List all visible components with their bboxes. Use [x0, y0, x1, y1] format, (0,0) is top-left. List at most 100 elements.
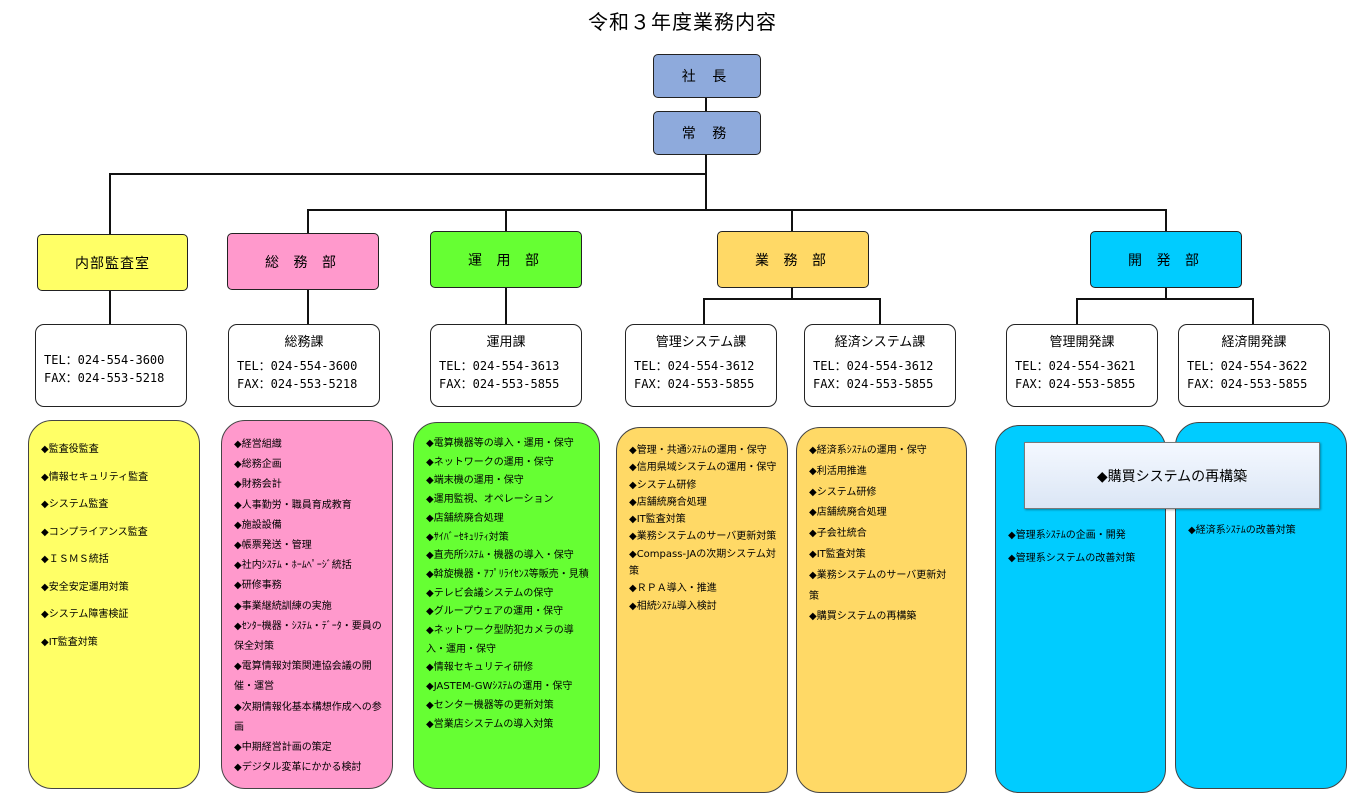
dept-general: 総 務 部 [227, 233, 379, 290]
managing-director-box: 常 務 [653, 111, 761, 155]
duty-item: IT監査対策 [41, 629, 189, 657]
section-mgmt-system-fax: FAX：024-553-5855 [634, 377, 755, 391]
duty-item: ＲＰＡ導入・推進 [629, 580, 777, 597]
duty-item: 管理系ｼｽﾃﾑの企画・開発 [1008, 524, 1155, 547]
section-econ-system: 経済システム課 TEL：024-554-3612 FAX：024-553-585… [804, 324, 956, 407]
connector [109, 290, 111, 324]
connector [307, 209, 1167, 211]
section-operations: 運用課 TEL：024-554-3613 FAX：024-553-5855 [430, 324, 582, 407]
duty-item: ｾﾝﾀｰ機器・ｼｽﾃﾑ・ﾃﾞｰﾀ・要員の保全対策 [234, 617, 382, 657]
duty-item: 電算情報対策関連協会議の開催・運営 [234, 657, 382, 697]
dept-business-label: 業 務 部 [755, 252, 831, 269]
duty-item: 購買システムの再構築 [809, 607, 956, 628]
duty-item: テレビ会議システムの保守 [426, 585, 589, 604]
dept-operations: 運 用 部 [430, 231, 582, 288]
duty-item: ネットワーク型防犯カメラの導入・運用・保守 [426, 622, 589, 659]
duty-item: 営業店システムの導入対策 [426, 716, 589, 735]
section-operations-fax: FAX：024-553-5855 [439, 377, 560, 391]
duty-item: コンプライアンス監査 [41, 519, 189, 547]
connector [1165, 209, 1167, 232]
duty-item: ｻｲﾊﾞｰｾｷｭﾘﾃｨ対策 [426, 529, 589, 548]
connector [791, 288, 793, 299]
dept-audit-label: 内部監査室 [75, 255, 150, 272]
duty-item: 中期経営計画の策定 [234, 738, 382, 758]
duty-item: 総務企画 [234, 455, 382, 475]
duty-item: グループウェアの運用・保守 [426, 603, 589, 622]
section-operations-tel: TEL：024-554-3613 [439, 359, 560, 373]
dept-audit: 内部監査室 [37, 234, 188, 291]
duty-item: IT監査対策 [809, 545, 956, 566]
duty-item: デジタル変革にかかる検討 [234, 758, 382, 778]
connector [705, 98, 707, 111]
duty-item: JASTEM-GWｼｽﾃﾑの運用・保守 [426, 678, 589, 697]
duty-item: システム監査 [41, 491, 189, 519]
duty-item: 経済系ｼｽﾃﾑの運用・保守 [809, 441, 956, 462]
duty-item: ＩＳＭＳ統括 [41, 546, 189, 574]
duties-econ-system: 経済系ｼｽﾃﾑの運用・保守利活用推進システム研修店舗統廃合処理子会社統合IT監査… [796, 427, 967, 793]
duty-item: 端末機の運用・保守 [426, 472, 589, 491]
section-general-fax: FAX：024-553-5218 [237, 377, 358, 391]
duty-item: 研修事務 [234, 576, 382, 596]
duty-item: システム障害検証 [41, 601, 189, 629]
duty-item: 事業継続訓練の実施 [234, 597, 382, 617]
duty-item: 業務システムのサーバ更新対策 [629, 528, 777, 545]
duties-audit: 監査役監査情報セキュリティ監査システム監査コンプライアンス監査ＩＳＭＳ統括安全安… [28, 420, 200, 789]
dept-development-label: 開 発 部 [1128, 252, 1204, 269]
duty-item: 店舗統廃合処理 [426, 510, 589, 529]
connector [505, 288, 507, 324]
duty-item: 経営組織 [234, 435, 382, 455]
duty-item: 利活用推進 [809, 462, 956, 483]
duty-item: 財務会計 [234, 475, 382, 495]
duty-item: IT監査対策 [629, 511, 777, 528]
president-label: 社 長 [681, 69, 733, 85]
duty-item: 社内ｼｽﾃﾑ・ﾎｰﾑﾍﾟｰｼﾞ統括 [234, 556, 382, 576]
duty-item: Compass-JAの次期システム対策 [629, 546, 777, 581]
duty-item: 管理系システムの改善対策 [1008, 547, 1155, 570]
section-mgmt-system-name: 管理システム課 [655, 335, 747, 350]
dept-business: 業 務 部 [717, 231, 869, 288]
dept-operations-label: 運 用 部 [468, 252, 544, 269]
duty-item: 情報セキュリティ監査 [41, 464, 189, 492]
duty-item: 監査役監査 [41, 436, 189, 464]
section-operations-name: 運用課 [486, 335, 526, 350]
duty-item: 相続ｼｽﾃﾑ導入検討 [629, 598, 777, 615]
section-econ-dev-tel: TEL：024-554-3622 [1187, 359, 1308, 373]
purchasing-rebuild-label: ◆購買システムの再構築 [1096, 468, 1248, 485]
section-mgmt-dev: 管理開発課 TEL：024-554-3621 FAX：024-553-5855 [1006, 324, 1158, 407]
section-econ-system-tel: TEL：024-554-3612 [813, 359, 934, 373]
section-general-tel: TEL：024-554-3600 [237, 359, 358, 373]
section-mgmt-dev-tel: TEL：024-554-3621 [1015, 359, 1136, 373]
duty-item: 施設設備 [234, 516, 382, 536]
duty-item: 帳票発送・管理 [234, 536, 382, 556]
connector [703, 298, 881, 300]
section-mgmt-dev-fax: FAX：024-553-5855 [1015, 377, 1136, 391]
duty-item: 電算機器等の導入・運用・保守 [426, 435, 589, 454]
connector [703, 298, 705, 324]
section-mgmt-dev-name: 管理開発課 [1049, 335, 1115, 350]
duty-item: 管理・共通ｼｽﾃﾑの運用・保守 [629, 442, 777, 459]
connector [1076, 298, 1254, 300]
section-econ-dev: 経済開発課 TEL：024-554-3622 FAX：024-553-5855 [1178, 324, 1330, 407]
duty-item: 安全安定運用対策 [41, 574, 189, 602]
connector [505, 209, 507, 232]
connector [109, 173, 706, 175]
connector [879, 298, 881, 324]
section-audit-fax: FAX：024-553-5218 [44, 371, 165, 385]
connector [307, 209, 309, 233]
duty-item: 情報セキュリティ研修 [426, 659, 589, 678]
section-econ-dev-name: 経済開発課 [1221, 335, 1287, 350]
duty-item: ネットワークの運用・保守 [426, 454, 589, 473]
dept-development: 開 発 部 [1090, 231, 1242, 288]
section-audit-tel: TEL：024-554-3600 [44, 353, 165, 367]
duty-item: 店舗統廃合処理 [629, 494, 777, 511]
chart-title: 令和３年度業務内容 [588, 10, 777, 34]
duty-item: システム研修 [809, 483, 956, 504]
duty-item: 店舗統廃合処理 [809, 503, 956, 524]
section-mgmt-system: 管理システム課 TEL：024-554-3612 FAX：024-553-585… [625, 324, 777, 407]
dept-general-label: 総 務 部 [265, 254, 341, 271]
duties-operations: 電算機器等の導入・運用・保守ネットワークの運用・保守端末機の運用・保守運用監視、… [413, 422, 600, 789]
purchasing-rebuild-banner: ◆購買システムの再構築 [1024, 442, 1320, 509]
section-mgmt-system-tel: TEL：024-554-3612 [634, 359, 755, 373]
duty-item: 斡旋機器・ｱﾌﾟﾘﾗｲｾﾝｽ等販売・見積 [426, 566, 589, 585]
section-econ-system-name: 経済システム課 [834, 335, 926, 350]
